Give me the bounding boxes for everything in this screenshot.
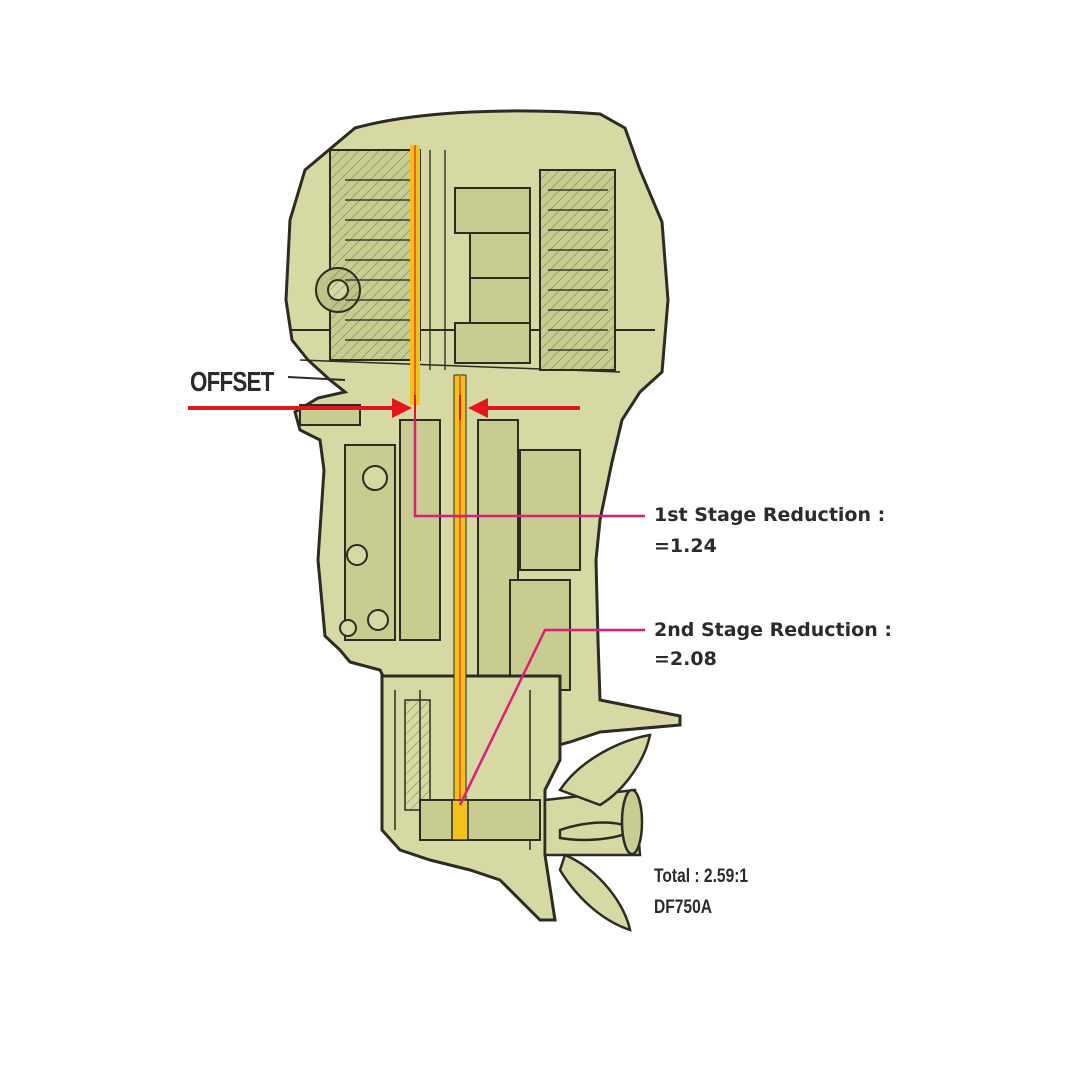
stage2-reduction-value: =2.08 (654, 648, 717, 670)
driveshaft (451, 374, 469, 841)
stage1-reduction-label: 1st Stage Reduction : (654, 504, 886, 526)
stage1-reduction-value: =1.24 (654, 535, 717, 557)
propeller (543, 733, 652, 932)
crankshaft (410, 145, 420, 405)
midsection-detail (399, 419, 581, 691)
mounting-bracket (299, 404, 396, 641)
model-name-label: DF750A (654, 897, 713, 918)
stage2-reduction-label: 2nd Stage Reduction : (654, 619, 892, 641)
offset-label: OFFSET (190, 366, 274, 397)
offset-arrows (188, 395, 580, 420)
stage-leader-lines (413, 420, 645, 806)
total-ratio-label: Total : 2.59:1 (654, 866, 749, 887)
